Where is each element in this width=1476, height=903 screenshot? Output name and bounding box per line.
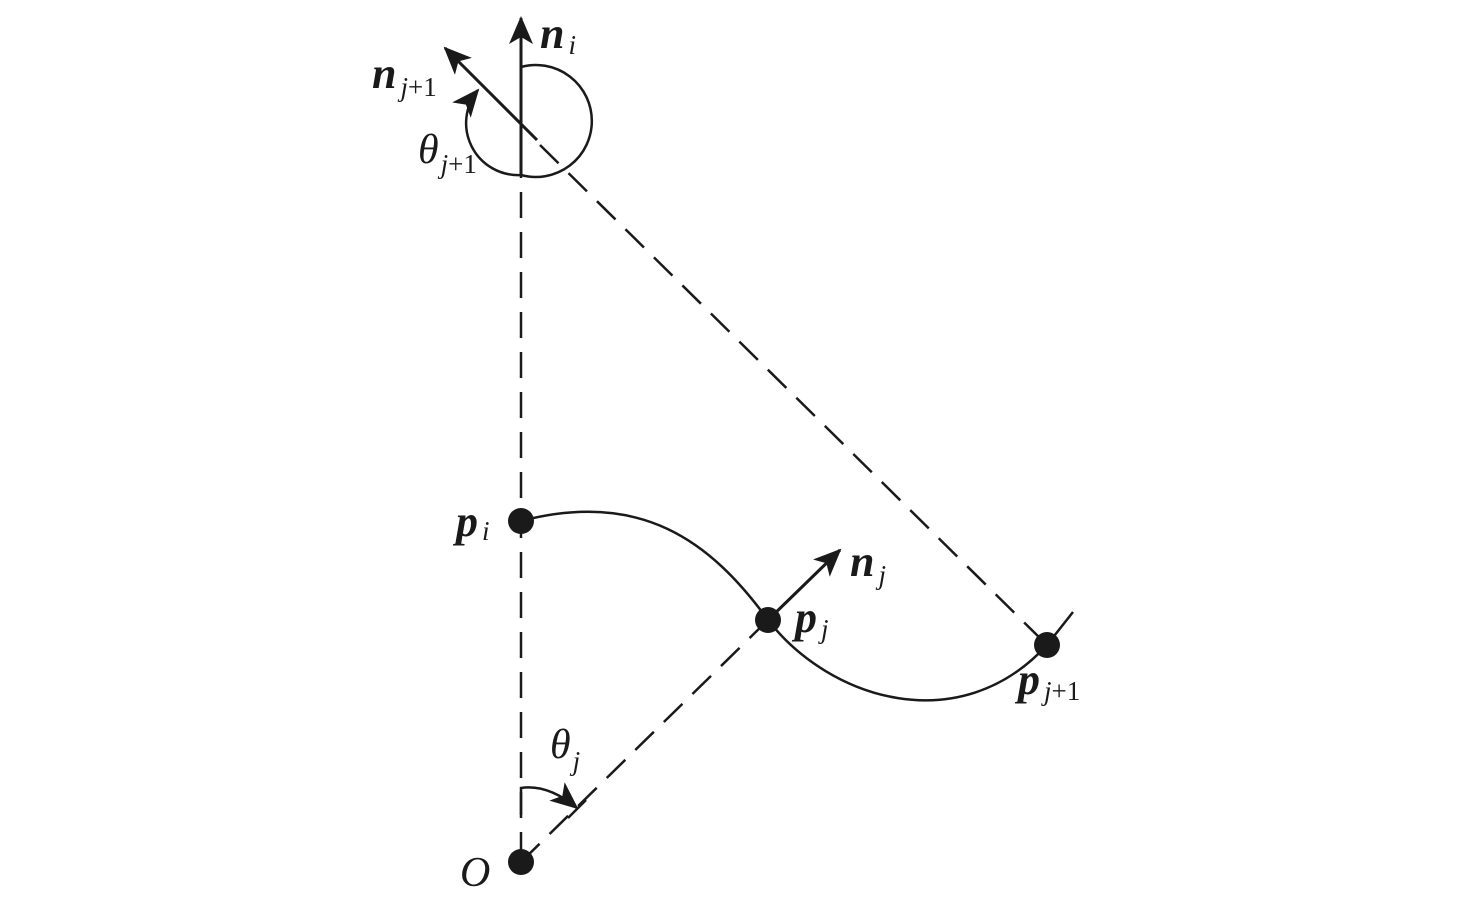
dashed-line-o-to-pj	[520, 619, 769, 863]
angle-arc-theta-j	[519, 782, 579, 815]
normal-vector-nj1	[443, 46, 539, 142]
label-theta-j1: θj+1	[418, 127, 477, 179]
dashed-line-pivot-to-pj1	[539, 144, 1048, 646]
point-pj	[755, 607, 781, 633]
angle-arc-theta-j1	[452, 63, 594, 179]
point-pi	[508, 508, 534, 534]
label-origin: O	[460, 850, 490, 896]
normal-vector-nj	[766, 548, 842, 622]
label-theta-j: θj	[550, 722, 580, 776]
point-origin	[508, 849, 534, 875]
point-pj1	[1034, 632, 1060, 658]
